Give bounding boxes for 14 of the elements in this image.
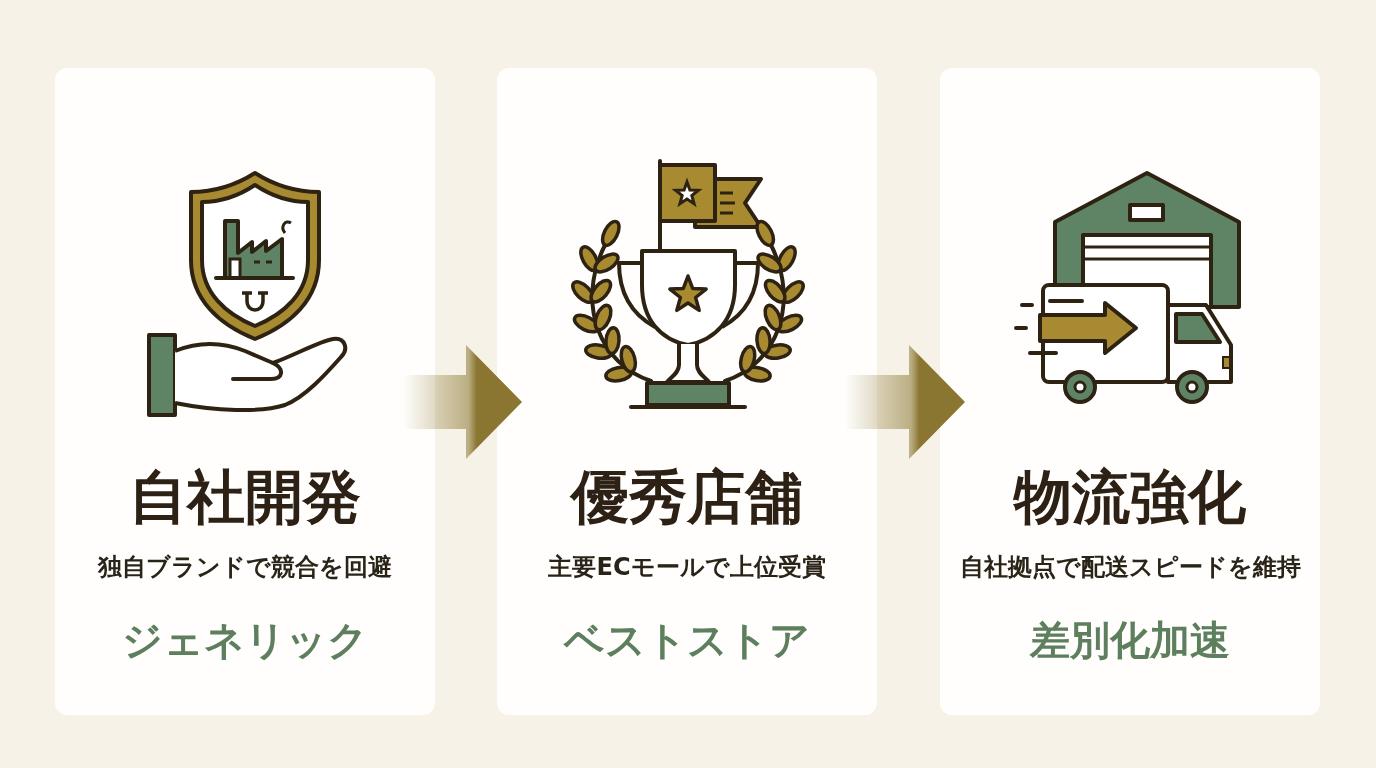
- process-card: [497, 68, 877, 715]
- card-description: 独自ブランドで競合を回避: [98, 552, 392, 582]
- card-description: 主要ECモールで上位受賞: [548, 552, 826, 582]
- process-card: [940, 68, 1320, 715]
- arrow: [403, 345, 522, 459]
- card-keyword: ベストストア: [564, 616, 810, 664]
- card-keyword: ジェネリック: [122, 616, 368, 664]
- card-heading: 自社開発: [129, 462, 361, 532]
- card-description: 自社拠点で配送スピードを維持: [959, 552, 1301, 582]
- card-heading: 優秀店舗: [571, 462, 803, 532]
- card-keyword: 差別化加速: [1030, 616, 1230, 664]
- arrow: [845, 345, 965, 459]
- card-heading: 物流強化: [1014, 462, 1246, 532]
- process-card: [55, 68, 435, 715]
